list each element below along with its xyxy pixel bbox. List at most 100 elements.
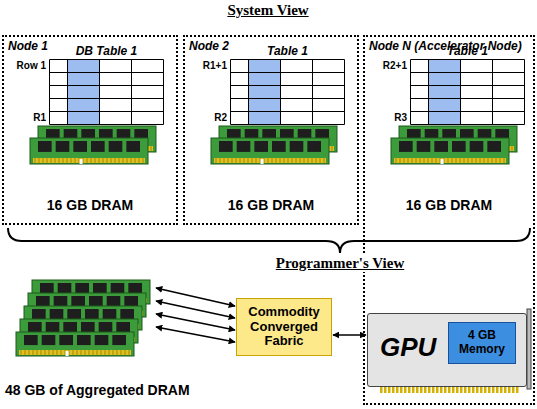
dram-chip: [452, 141, 466, 152]
dimm-pin: [396, 158, 397, 163]
gpu-edge-pin: [468, 386, 471, 393]
dimm-pin: [57, 350, 58, 355]
dram-module: [16, 332, 134, 356]
dimm-pin: [129, 350, 130, 355]
dram-module: [391, 138, 509, 164]
gpu-edge-pin: [384, 386, 387, 393]
dimm-pin: [139, 158, 140, 163]
dram-chip: [77, 335, 91, 345]
dimm-pin: [296, 158, 297, 163]
highlighted-column: [428, 60, 460, 125]
dimm-pin: [21, 350, 22, 355]
dimm-pin: [464, 158, 465, 163]
dram-chip: [219, 141, 233, 152]
dram-chip: [93, 283, 107, 293]
table-rule: [231, 72, 345, 73]
dram-chip: [36, 296, 50, 306]
table-rule: [99, 60, 100, 125]
dimm-pin: [272, 158, 273, 163]
dimm-pin: [107, 158, 108, 163]
dram-chip: [290, 141, 304, 152]
gpu-edge-pin: [508, 386, 511, 393]
dimm-pin: [37, 350, 38, 355]
dimm-pin: [500, 158, 501, 163]
gpu-edge-pin: [484, 386, 487, 393]
dimm-pin: [103, 158, 104, 163]
gpu-edge-pin: [412, 386, 415, 393]
dimm-pin: [232, 158, 233, 163]
gpu-edge-pin: [400, 386, 403, 393]
table-rule: [411, 85, 525, 86]
table-rule: [460, 60, 461, 125]
node-label: GPU: [380, 332, 436, 363]
table-rule: [231, 124, 345, 125]
table-rule: [50, 124, 164, 125]
dimm-pin: [436, 158, 437, 163]
table-rule: [49, 60, 50, 125]
gpu-edge-pin: [464, 386, 467, 393]
table-rule: [50, 85, 164, 86]
table-rule: [280, 60, 281, 125]
dimm-pin: [81, 350, 82, 355]
table-rule: [344, 60, 345, 125]
dram-chip: [111, 283, 125, 293]
dimm-pin: [47, 158, 48, 163]
dimm-notch: [441, 159, 444, 164]
node-label: Node N (Accelerator Node): [369, 39, 522, 53]
gpu-edge-pin: [392, 386, 395, 393]
table-rule: [50, 72, 164, 73]
gpu-edge-pin: [420, 386, 423, 393]
dram-chip: [54, 296, 68, 306]
dimm-pin: [448, 158, 449, 163]
gpu-edge-pin: [404, 386, 407, 393]
gpu-edge-pin: [440, 386, 443, 393]
row-label: Row 1: [17, 60, 46, 72]
dimm-pin: [456, 158, 457, 163]
node-label: Node 1: [8, 39, 48, 53]
dimm-pin: [127, 158, 128, 163]
gpu-edge-pin: [480, 386, 483, 393]
dimm-pin: [256, 158, 257, 163]
table-rule: [231, 98, 345, 99]
dram-chip: [67, 309, 81, 319]
dimm-pin: [49, 350, 50, 355]
dimm-pin: [308, 158, 309, 163]
dram-chip: [46, 322, 60, 332]
dimm-pin: [304, 158, 305, 163]
dimm-pin: [244, 158, 245, 163]
gpu-edge-pin: [380, 386, 383, 393]
gpu-edge-pin: [416, 386, 419, 393]
dram-chip: [120, 309, 134, 319]
dimm-pin: [216, 158, 217, 163]
dimm-pin: [228, 158, 229, 163]
node-label: Commodity Converged Fabric: [241, 305, 327, 350]
gpu-edge-pin: [396, 386, 399, 393]
table-rule: [428, 60, 429, 125]
dimm-pin: [125, 350, 126, 355]
gpu-edge-pin: [460, 386, 463, 393]
table-rule: [411, 72, 525, 73]
dram-chip: [59, 335, 73, 345]
dimm-pin: [248, 158, 249, 163]
gpu-edge-pin: [472, 386, 475, 393]
bidirectional-link: [156, 314, 235, 330]
dimm-pin: [320, 158, 321, 163]
dimm-pin: [73, 350, 74, 355]
dimm-pin: [316, 158, 317, 163]
dimm-pin: [71, 158, 72, 163]
dram-chip: [95, 335, 109, 345]
dram-chip: [32, 309, 46, 319]
dimm-pin: [444, 158, 445, 163]
table-rule: [312, 60, 313, 125]
dimm-pin: [252, 158, 253, 163]
dimm-pin: [404, 158, 405, 163]
view-heading: Programmer's View: [273, 255, 407, 272]
dimm-pin: [35, 158, 36, 163]
dram-chip: [109, 141, 123, 152]
gpu-edge-pin: [492, 386, 495, 393]
dimm-pin: [412, 158, 413, 163]
dimm-pin: [77, 350, 78, 355]
table-rule: [50, 98, 164, 99]
dram-chip: [128, 283, 142, 293]
node-label: 16 GB DRAM: [185, 197, 357, 213]
